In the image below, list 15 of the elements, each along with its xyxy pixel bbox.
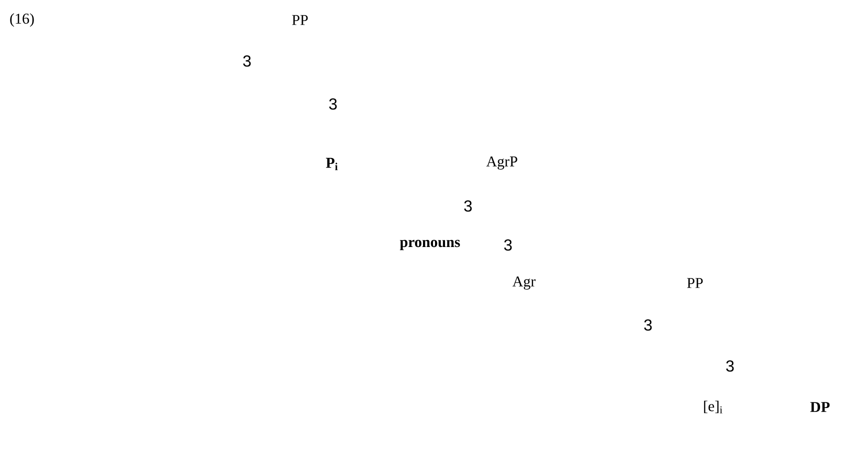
- branch-glyph: 3: [243, 55, 251, 67]
- tree-label: Agr: [512, 276, 536, 290]
- tree-label: PP: [292, 15, 308, 25]
- tree-label: AgrP: [486, 156, 518, 170]
- tree-label: [e]$_{i}$: [704, 400, 722, 414]
- branch-glyph: 3: [464, 200, 472, 212]
- tree-label: pronouns: [400, 240, 460, 250]
- tree-label: PP: [687, 278, 703, 288]
- branch-glyph: 3: [504, 239, 512, 251]
- example-number: (16): [10, 13, 34, 27]
- tree-label: DP: [810, 402, 830, 412]
- branch-glyph: 3: [726, 360, 734, 372]
- branch-glyph: 3: [644, 319, 652, 331]
- tree-label: P$_{i}$: [326, 158, 338, 170]
- branch-glyph: 3: [329, 98, 337, 110]
